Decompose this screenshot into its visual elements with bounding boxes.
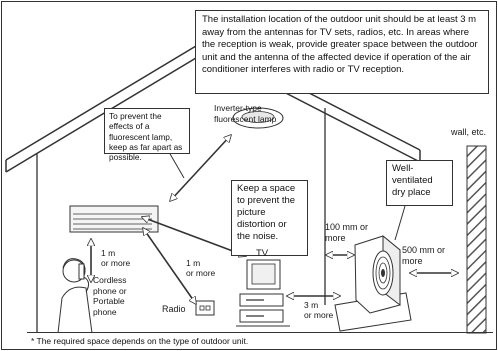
note-picture-distortion: Keep a space to prevent the picture dist… bbox=[231, 180, 308, 256]
note-footer: * The required space depends on the type… bbox=[27, 332, 493, 349]
arrow-unit-radio bbox=[143, 228, 196, 304]
arrow-unit-lamp bbox=[170, 135, 231, 201]
indoor-unit bbox=[69, 205, 159, 233]
note-fluorescent-lamp: To prevent the effects of a fluorescent … bbox=[104, 108, 190, 162]
label-500mm: 500 mm or more bbox=[402, 245, 446, 266]
fluorescent-lamp bbox=[232, 107, 284, 129]
label-1m-left: 1 m or more bbox=[101, 248, 131, 268]
label-inverter-lamp: Inverter-type fluorescent lamp bbox=[214, 103, 277, 124]
label-1m-mid: 1 m or more bbox=[186, 258, 216, 278]
label-tv: TV bbox=[256, 248, 269, 259]
note-top-antenna-distance: The installation location of the outdoor… bbox=[195, 10, 489, 94]
label-3m: 3 m or more bbox=[304, 300, 334, 320]
outdoor-unit bbox=[334, 234, 412, 332]
hatched-wall bbox=[466, 145, 487, 334]
tv-set bbox=[236, 259, 290, 327]
label-100mm: 100 mm or more bbox=[325, 222, 369, 243]
radio bbox=[195, 300, 215, 316]
label-wall: wall, etc. bbox=[451, 127, 487, 137]
pointer-ventilated bbox=[394, 205, 406, 241]
label-radio: Radio bbox=[162, 304, 186, 314]
label-cordless-phone: Cordless phone or Portable phone bbox=[93, 275, 127, 317]
note-well-ventilated: Well-ventilated dry place bbox=[386, 160, 453, 206]
person-with-phone bbox=[57, 258, 93, 334]
